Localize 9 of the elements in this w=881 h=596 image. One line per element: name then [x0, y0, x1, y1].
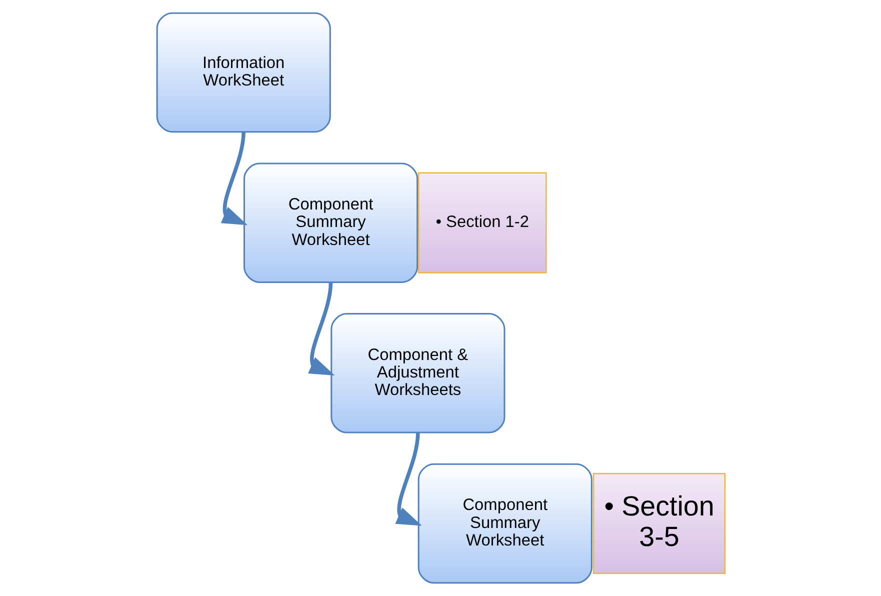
node-box: • Section 1-2 [417, 172, 546, 274]
node-box: Component Summary Worksheet [242, 162, 418, 283]
node-box: Component & Adjustment Worksheets [330, 313, 505, 434]
arrow [220, 132, 248, 226]
node-box: Component Summary Worksheet [417, 463, 592, 584]
arrow [394, 432, 422, 526]
arrow [308, 282, 334, 376]
node-box: Information WorkSheet [156, 12, 330, 133]
node-box: • Section 3-5 [592, 472, 726, 574]
